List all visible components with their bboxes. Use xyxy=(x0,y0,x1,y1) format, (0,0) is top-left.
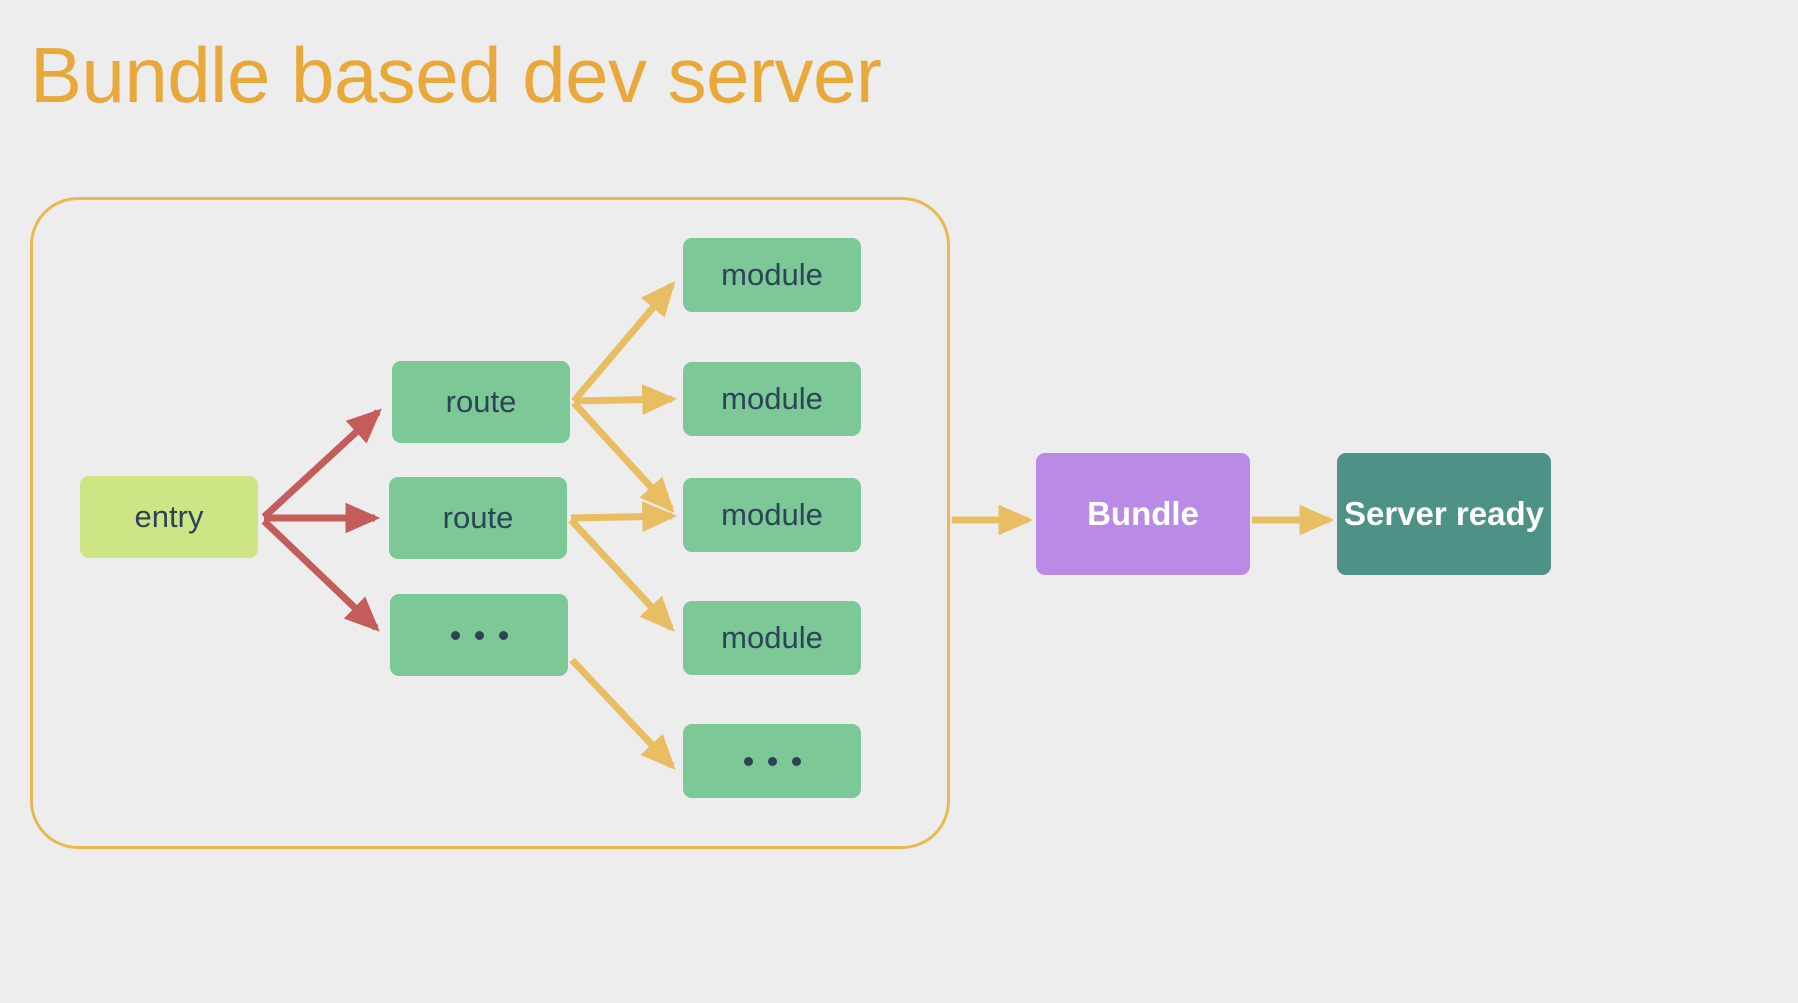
node-module-2[interactable]: module xyxy=(683,362,861,436)
node-route-ellipsis[interactable] xyxy=(390,594,568,676)
node-server-ready-label: Server ready xyxy=(1344,495,1544,533)
node-module-1[interactable]: module xyxy=(683,238,861,312)
node-module-ellipsis[interactable] xyxy=(683,724,861,798)
node-route-2-label: route xyxy=(442,500,514,536)
page-title: Bundle based dev server xyxy=(30,31,882,119)
ellipsis-glyph xyxy=(450,630,508,640)
node-entry-label: entry xyxy=(134,499,204,535)
node-route-1[interactable]: route xyxy=(392,361,570,443)
node-module-4[interactable]: module xyxy=(683,601,861,675)
node-module-3[interactable]: module xyxy=(683,478,861,552)
node-route-1-label: route xyxy=(445,384,517,420)
node-module-4-label: module xyxy=(721,620,823,656)
node-route-2[interactable]: route xyxy=(389,477,567,559)
node-module-3-label: module xyxy=(721,497,823,533)
node-bundle[interactable]: Bundle xyxy=(1036,453,1250,575)
node-server-ready[interactable]: Server ready xyxy=(1337,453,1551,575)
node-module-1-label: module xyxy=(721,257,823,293)
ellipsis-glyph xyxy=(743,756,801,766)
node-bundle-label: Bundle xyxy=(1087,495,1199,533)
node-module-2-label: module xyxy=(721,381,823,417)
node-entry[interactable]: entry xyxy=(80,476,258,558)
bundle-group-frame xyxy=(30,197,950,849)
